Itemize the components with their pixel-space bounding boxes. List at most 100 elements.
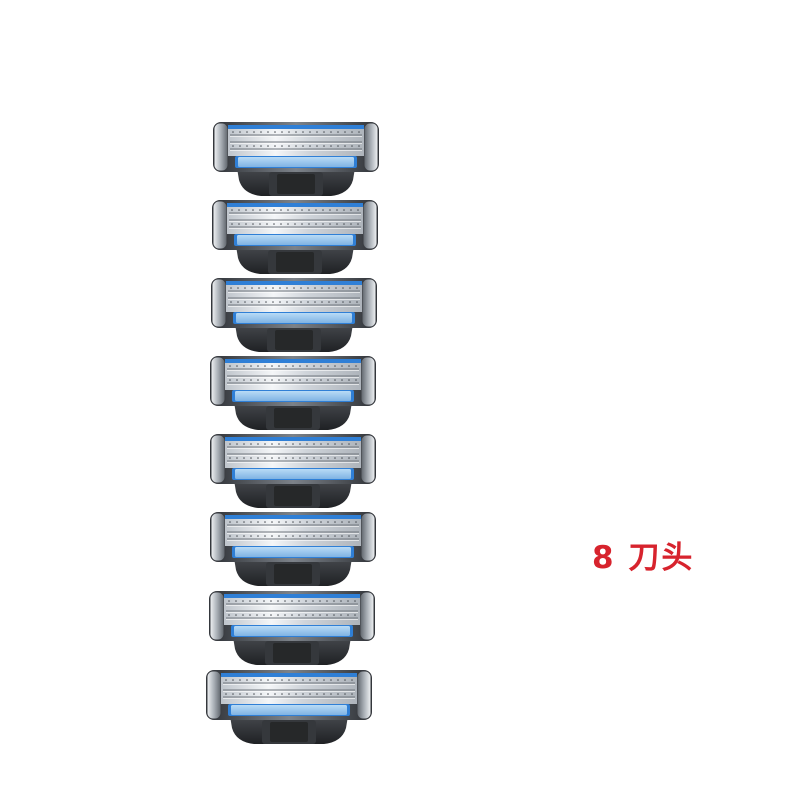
blade-dot <box>341 521 343 523</box>
blade-dot <box>236 535 238 537</box>
blade-dot <box>236 521 238 523</box>
blade-dot <box>302 145 304 147</box>
blade-dot <box>295 131 297 133</box>
blade-dot <box>302 693 304 695</box>
blade-dot <box>341 457 343 459</box>
blade-dot <box>299 443 301 445</box>
blade-dot <box>253 679 255 681</box>
cartridge-end-cap-left <box>210 356 226 406</box>
blade-dot <box>278 365 280 367</box>
blade-dot <box>298 600 300 602</box>
blade-dot <box>330 145 332 147</box>
blade-dot <box>239 679 241 681</box>
blade-dot <box>316 679 318 681</box>
blade-dot <box>328 287 330 289</box>
cartridge-top-trim <box>225 515 361 519</box>
blade-dot <box>264 535 266 537</box>
lubricant-strip <box>235 547 351 557</box>
blade-dot <box>355 535 357 537</box>
cartridge-top-trim <box>225 437 361 441</box>
blade-dot <box>321 287 323 289</box>
lubricant-strip <box>236 313 352 323</box>
blade-dot <box>285 365 287 367</box>
blade-dot <box>257 457 259 459</box>
blade-dot <box>355 443 357 445</box>
blade-dot <box>292 365 294 367</box>
blade-dot <box>288 679 290 681</box>
blade-dot <box>333 614 335 616</box>
blade-dot <box>266 223 268 225</box>
blade-dot <box>306 365 308 367</box>
blade-dot <box>270 600 272 602</box>
blade-dot <box>271 457 273 459</box>
razor-cartridge <box>211 278 377 352</box>
blade-dot <box>229 365 231 367</box>
cartridge-pivot-inner <box>276 252 314 272</box>
blade-dot <box>341 535 343 537</box>
blade-dot <box>299 457 301 459</box>
blade-dot <box>243 379 245 381</box>
blade-dot <box>242 600 244 602</box>
blade-dot <box>253 693 255 695</box>
blade-dot <box>302 131 304 133</box>
blade-dot <box>237 287 239 289</box>
lubricant-strip <box>238 157 354 167</box>
cartridge-end-cap-right <box>356 670 372 720</box>
cartridge-end-cap-right <box>360 512 376 562</box>
blade-dot <box>256 614 258 616</box>
blade-dot <box>260 145 262 147</box>
blade-dot <box>281 145 283 147</box>
blade-dot <box>330 693 332 695</box>
blade-dot <box>273 223 275 225</box>
cartridge-pivot-inner <box>274 408 312 428</box>
blade-dot <box>335 287 337 289</box>
lubricant-strip <box>235 391 351 401</box>
blade-dot <box>266 209 268 211</box>
blade-dot <box>280 209 282 211</box>
blade-dot <box>323 131 325 133</box>
blade-dot <box>292 521 294 523</box>
blade-dot <box>357 223 359 225</box>
blade-dot <box>243 443 245 445</box>
blade-dot <box>287 223 289 225</box>
blade-dot <box>230 301 232 303</box>
blade-dot <box>349 287 351 289</box>
blade-dot <box>342 287 344 289</box>
blade-dot <box>316 145 318 147</box>
blade-dot <box>335 301 337 303</box>
blade-dot <box>320 521 322 523</box>
blade-dot <box>347 600 349 602</box>
blade-dot <box>314 301 316 303</box>
blade-dot <box>299 379 301 381</box>
blade-dot <box>319 600 321 602</box>
blade-dot <box>292 443 294 445</box>
blade-dot <box>312 614 314 616</box>
blade-dot <box>264 379 266 381</box>
blade-dot <box>288 145 290 147</box>
blade-dot <box>238 209 240 211</box>
blade-dot <box>225 693 227 695</box>
blade-dot <box>264 365 266 367</box>
blade-dot <box>243 535 245 537</box>
blade-dot <box>225 679 227 681</box>
blade-dot <box>334 535 336 537</box>
blade-dot <box>300 287 302 289</box>
cartridge-end-cap-left <box>210 434 226 484</box>
blade-dot <box>344 145 346 147</box>
blade-dot <box>312 600 314 602</box>
blade-dot <box>320 365 322 367</box>
lubricant-strip <box>237 235 353 245</box>
blade-dot <box>281 131 283 133</box>
blade-dot <box>249 614 251 616</box>
blade-dot <box>257 379 259 381</box>
lubricant-strip <box>231 705 347 715</box>
blade-dot <box>319 614 321 616</box>
blade-dot <box>306 379 308 381</box>
blade-dot <box>231 209 233 211</box>
blade-dot <box>309 679 311 681</box>
blade-dot <box>250 521 252 523</box>
cartridge-pivot-inner <box>275 330 313 350</box>
blade-dot <box>351 131 353 133</box>
blade-dot <box>250 379 252 381</box>
blade-dot <box>229 521 231 523</box>
